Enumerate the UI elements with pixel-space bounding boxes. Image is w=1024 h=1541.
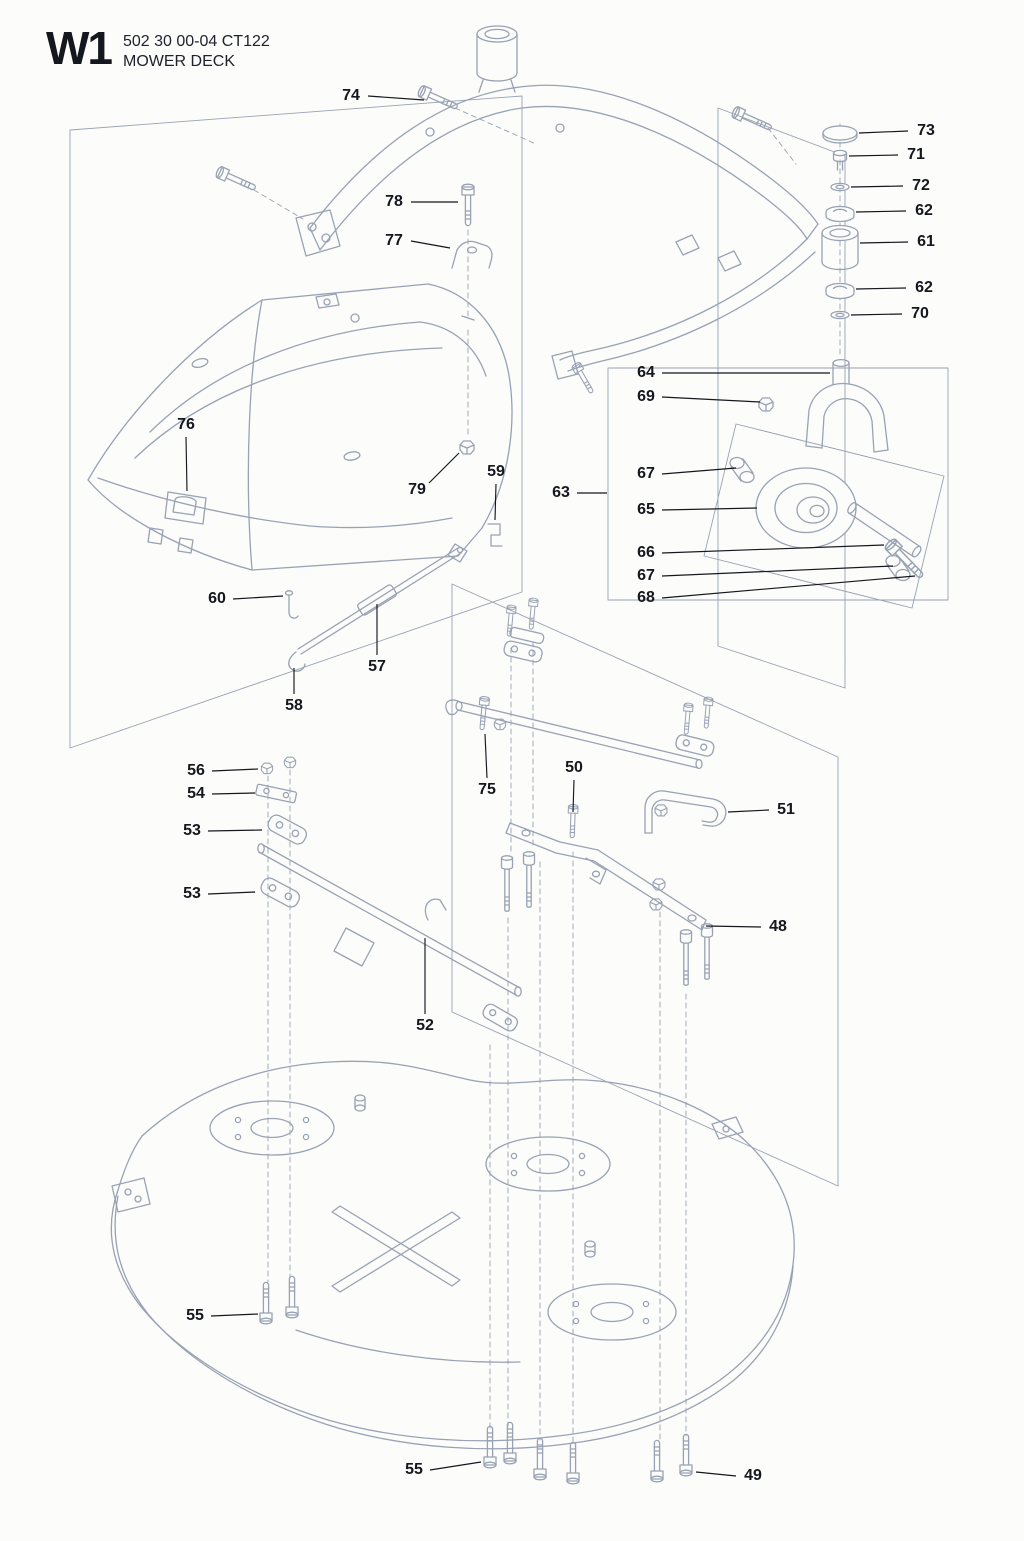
part-spring-clip xyxy=(487,523,503,547)
part-caster-wheel xyxy=(755,467,857,549)
leader-48 xyxy=(705,925,762,928)
part-deck-shell xyxy=(110,1060,795,1450)
leader-53a xyxy=(207,829,263,832)
leader-56 xyxy=(211,768,259,772)
leader-69 xyxy=(661,396,761,403)
leader-62b xyxy=(855,287,907,290)
part-latch-bracket-group xyxy=(451,183,493,455)
leader-72 xyxy=(850,185,904,188)
leader-55b xyxy=(429,1461,482,1471)
part-clamp-b xyxy=(260,877,301,908)
leader-54 xyxy=(211,792,256,795)
leader-62a xyxy=(855,210,907,213)
leader-74 xyxy=(367,95,425,101)
part-support-handle xyxy=(644,790,727,834)
leader-49 xyxy=(695,1471,737,1477)
part-caster-pivot-stack xyxy=(821,125,859,320)
part-stabilizer-tube-upper xyxy=(445,699,703,770)
leader-67b xyxy=(661,565,894,577)
part-clamp-upper xyxy=(476,597,545,731)
leader-50 xyxy=(572,779,575,813)
leader-68 xyxy=(661,575,916,599)
part-fork-nut xyxy=(758,397,774,412)
part-pin xyxy=(284,590,299,619)
part-support-bracket xyxy=(500,803,714,986)
leader-60 xyxy=(232,595,284,600)
leader-76 xyxy=(185,436,188,492)
leader-70 xyxy=(850,313,903,316)
part-number: 502 30 00-04 CT122 xyxy=(123,33,270,50)
part-clamp-a xyxy=(267,814,308,845)
part-clamp-upper-right xyxy=(675,696,715,757)
title-lines: 502 30 00-04 CT122 MOWER DECK xyxy=(123,28,270,72)
diagram-title: MOWER DECK xyxy=(123,53,235,70)
leader-67a xyxy=(661,467,737,475)
leader-65 xyxy=(661,507,758,511)
leader-77 xyxy=(410,240,451,249)
leader-71 xyxy=(848,154,899,157)
leader-51 xyxy=(727,809,770,813)
leader-66 xyxy=(661,544,885,554)
part-clamp-plate xyxy=(255,783,298,804)
leader-55a xyxy=(210,1313,259,1317)
deck-mount-bolts xyxy=(259,1275,693,1485)
leader-75 xyxy=(484,733,488,779)
part-wheel-axle xyxy=(847,502,928,583)
leader-61 xyxy=(859,241,909,244)
part-deck-baffle xyxy=(87,283,513,571)
leader-lines xyxy=(185,95,916,1477)
part-clamp-nuts xyxy=(260,756,297,775)
part-frame-weldment xyxy=(295,25,819,380)
leader-73 xyxy=(858,130,909,134)
title-block: W1 502 30 00-04 CT122 MOWER DECK xyxy=(46,22,270,74)
sheet-code: W1 xyxy=(46,22,113,74)
leader-59 xyxy=(494,483,497,521)
projection-lines xyxy=(253,107,841,1447)
part-adjuster-rod xyxy=(288,543,468,672)
frame-mount-bolts xyxy=(214,84,775,396)
part-caster-fork xyxy=(805,358,889,453)
leader-79 xyxy=(428,452,460,484)
part-axle-tube xyxy=(257,843,522,1032)
leader-53b xyxy=(207,891,256,895)
